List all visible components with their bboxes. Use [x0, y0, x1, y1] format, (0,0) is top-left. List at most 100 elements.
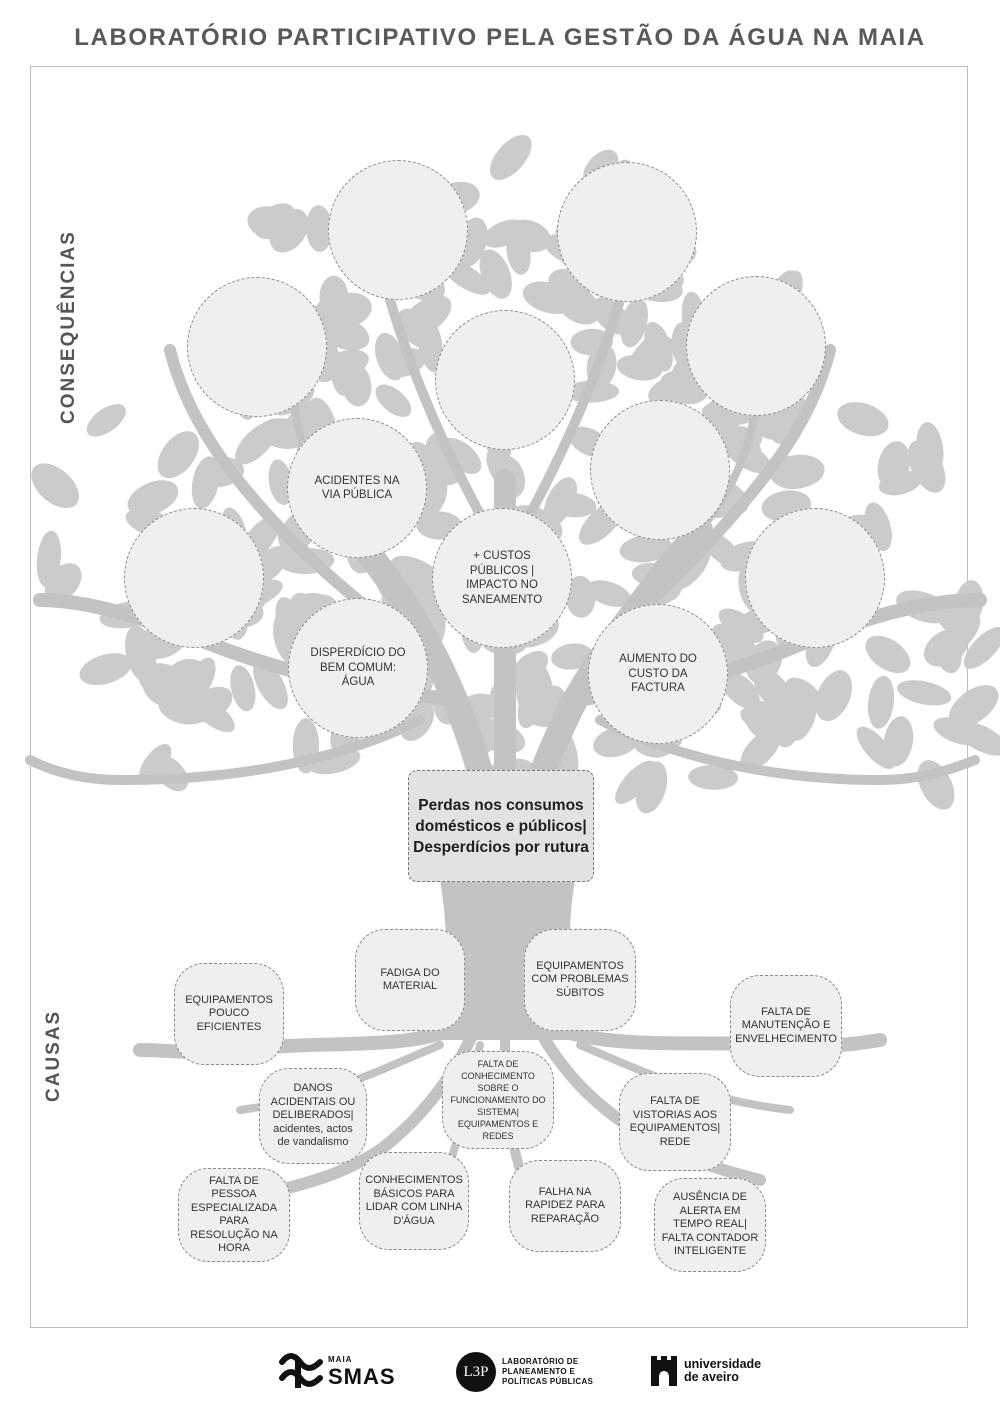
leaf-shape: [127, 480, 179, 516]
cause-box[interactable]: EQUIPAMENTOS COM PROBLEMAS SÚBITOS: [524, 929, 636, 1031]
cause-text: EQUIPAMENTOS POUCO EFICIENTES: [185, 993, 273, 1033]
leaf-shape: [157, 431, 199, 479]
smas-mark-icon: [279, 1353, 323, 1388]
footer-logos: MAIA SMAS L3P LABORATÓRIO DE PLANEAMENTO…: [0, 1348, 1000, 1400]
leaf-shape: [620, 298, 648, 348]
leaf-shape: [556, 285, 601, 325]
leaf-shape: [374, 332, 406, 381]
leaf-shape: [933, 630, 962, 674]
leaf-shape: [740, 728, 782, 771]
leaf-shape: [955, 721, 1000, 756]
consequence-text: AUMENTO DO CUSTO DA FACTURA: [619, 653, 697, 695]
consequence-circle[interactable]: + CUSTOS PÚBLICOS | IMPACTO NO SANEAMENT…: [432, 508, 572, 648]
leaf-shape: [740, 706, 784, 734]
central-problem-text: Perdas nos consumos domésticos e público…: [413, 796, 589, 856]
leaf-shape: [254, 203, 296, 240]
cause-text: FALHA NA RAPIDEZ PARA REPARAÇÃO: [525, 1185, 605, 1225]
cause-box[interactable]: CONHECIMENTOS BÁSICOS PARA LIDAR COM LIN…: [359, 1152, 469, 1250]
leaf-shape: [31, 463, 80, 509]
leaf-shape: [191, 456, 220, 509]
consequence-circle[interactable]: [124, 508, 264, 648]
consequence-circle[interactable]: [590, 400, 730, 540]
cause-text: EQUIPAMENTOS COM PROBLEMAS SÚBITOS: [531, 959, 629, 999]
leaf-shape: [230, 665, 256, 712]
cause-text: FALTA DE PESSOA ESPECIALIZADA PARA RESOL…: [190, 1174, 278, 1255]
ua-name: universidade de aveiro: [684, 1357, 762, 1384]
central-problem-box[interactable]: Perdas nos consumos domésticos e público…: [408, 770, 594, 882]
cause-text: CONHECIMENTOS BÁSICOS PARA LIDAR COM LIN…: [365, 1174, 463, 1227]
leaf-shape: [769, 455, 820, 490]
leaf-shape: [856, 726, 896, 769]
leaf-shape: [615, 760, 656, 804]
leaf-shape: [688, 764, 738, 790]
consequence-circle[interactable]: [435, 310, 575, 450]
smas-logo: MAIA SMAS: [278, 1352, 396, 1392]
leaf-shape: [549, 492, 597, 518]
page-title: LABORATÓRIO PARTICIPATIVO PELA GESTÃO DA…: [74, 24, 926, 51]
cause-text: FALTA DE VISTORIAS AOS EQUIPAMENTOS| RED…: [629, 1095, 721, 1148]
consequence-circle[interactable]: [328, 160, 468, 300]
cause-text: FALTA DE MANUTENÇÃO E ENVELHECIMENTO: [735, 1005, 837, 1045]
l3p-mark: L3P: [456, 1352, 496, 1392]
cause-text: DANOS ACIDENTAIS OU DELIBERADOS| acident…: [270, 1082, 356, 1149]
cause-text: FADIGA DO MATERIAL: [380, 966, 440, 993]
consequence-circle[interactable]: [686, 276, 826, 416]
leaf-shape: [585, 580, 632, 607]
leaf-shape: [619, 534, 673, 563]
cause-box[interactable]: DANOS ACIDENTAIS OU DELIBERADOS| acident…: [259, 1068, 367, 1164]
cause-box[interactable]: FALTA DE MANUTENÇÃO E ENVELHECIMENTO: [730, 975, 842, 1077]
consequence-text: + CUSTOS PÚBLICOS | IMPACTO NO SANEAMENT…: [461, 550, 543, 606]
cause-box[interactable]: FADIGA DO MATERIAL: [355, 929, 465, 1031]
leaf-shape: [138, 743, 172, 785]
leaf-shape: [916, 422, 944, 477]
consequence-circle[interactable]: AUMENTO DO CUSTO DA FACTURA: [588, 604, 728, 744]
leaf-shape: [324, 292, 372, 328]
cause-box[interactable]: EQUIPAMENTOS POUCO EFICIENTES: [174, 963, 284, 1065]
consequence-circle[interactable]: [745, 508, 885, 648]
leaf-shape: [79, 653, 132, 686]
cause-box[interactable]: FALTA DE PESSOA ESPECIALIZADA PARA RESOL…: [178, 1168, 290, 1262]
leaf-shape: [867, 675, 895, 729]
leaf-shape: [626, 331, 667, 379]
consequences-label: CONSEQUÊNCIAS: [58, 230, 79, 424]
ua-building-icon: [651, 1356, 677, 1386]
cause-box[interactable]: AUSÊNCIA DE ALERTA EM TEMPO REAL| FALTA …: [654, 1178, 766, 1272]
leaf-shape: [648, 375, 691, 405]
leaf-shape: [44, 563, 82, 602]
leaf-shape: [878, 470, 922, 496]
causes-label: CAUSAS: [43, 1009, 64, 1102]
consequence-circle[interactable]: [187, 277, 327, 417]
cause-text: AUSÊNCIA DE ALERTA EM TEMPO REAL| FALTA …: [661, 1191, 759, 1258]
cause-box[interactable]: FALTA DE CONHECIMENTO SOBRE O FUNCIONAME…: [442, 1051, 554, 1149]
leaf-shape: [86, 403, 126, 437]
consequence-circle[interactable]: [557, 162, 697, 302]
consequence-circle[interactable]: DISPERDÍCIO DO BEM COMUM: ÁGUA: [288, 598, 428, 738]
leaf-shape: [483, 219, 526, 248]
leaf-shape: [718, 608, 764, 643]
cause-box[interactable]: FALHA NA RAPIDEZ PARA REPARAÇÃO: [509, 1160, 621, 1252]
l3p-name: LABORATÓRIO DE PLANEAMENTO E POLÍTICAS P…: [502, 1357, 594, 1386]
consequence-text: DISPERDÍCIO DO BEM COMUM: ÁGUA: [310, 647, 406, 689]
leaf-shape: [865, 635, 911, 674]
leaf-shape: [253, 659, 288, 710]
leaf-shape: [837, 402, 889, 437]
leaf-shape: [721, 671, 760, 709]
smas-text: SMAS: [328, 1363, 396, 1389]
leaf-shape: [788, 688, 818, 741]
leaf-shape: [190, 695, 235, 733]
leaf-shape: [375, 384, 412, 418]
leaf-shape: [963, 626, 1000, 669]
leaf-shape: [489, 134, 532, 180]
smas-maia-text: MAIA: [328, 1354, 353, 1364]
cause-text: FALTA DE CONHECIMENTO SOBRE O FUNCIONAME…: [450, 1059, 546, 1141]
leaf-shape: [306, 205, 333, 252]
leaf-shape: [948, 685, 999, 728]
cause-box[interactable]: FALTA DE VISTORIAS AOS EQUIPAMENTOS| RED…: [619, 1073, 731, 1171]
ua-logo: universidade de aveiro: [650, 1356, 774, 1386]
leaf-shape: [565, 575, 596, 618]
leaf-shape: [138, 663, 183, 695]
leaf-shape: [897, 680, 952, 706]
consequence-text: ACIDENTES NA VIA PÚBLICA: [314, 474, 400, 502]
consequence-circle[interactable]: ACIDENTES NA VIA PÚBLICA: [287, 418, 427, 558]
